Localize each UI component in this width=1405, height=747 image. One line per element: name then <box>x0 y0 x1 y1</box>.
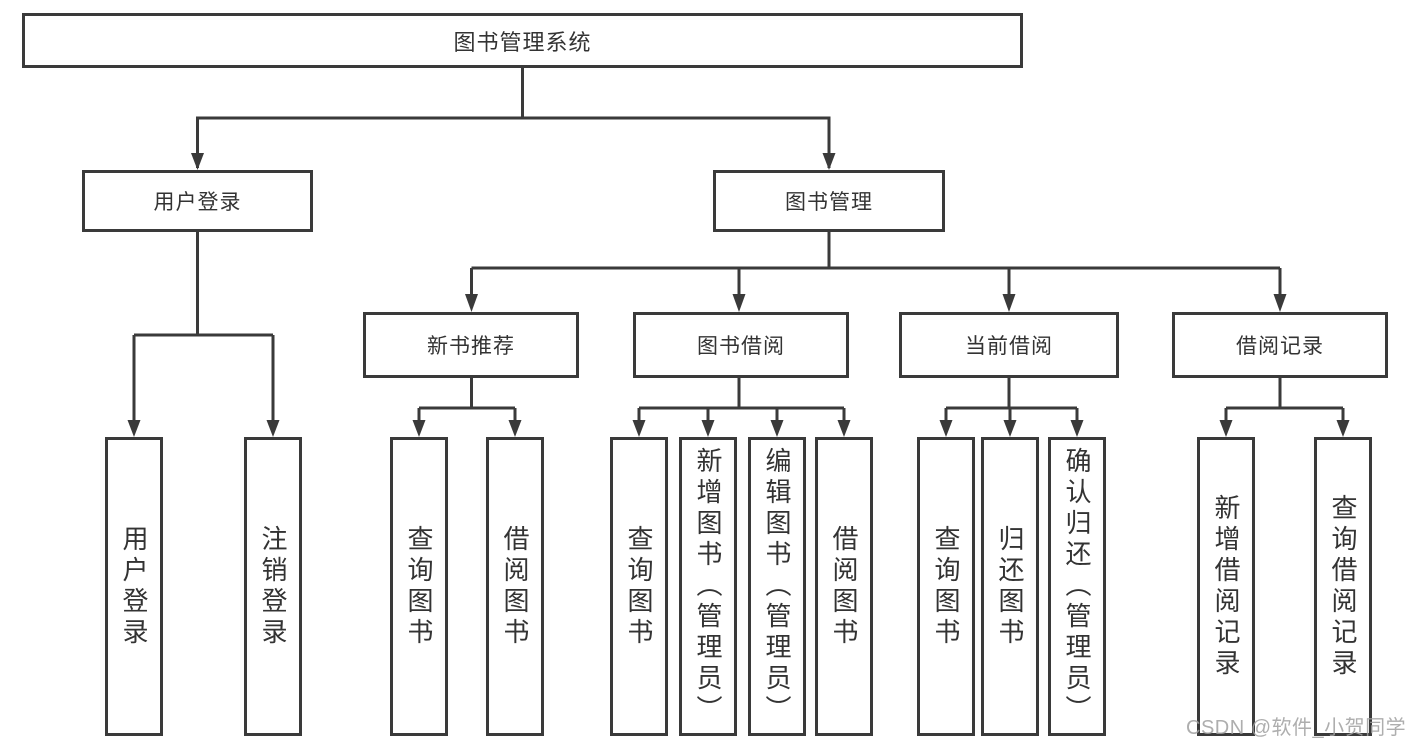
node-user-login: 用户登录 <box>82 170 313 232</box>
node-label: 借阅记录 <box>1236 335 1324 358</box>
leaf-borrow-query-books: 查询图书 <box>610 437 668 736</box>
node-current-borrow: 当前借阅 <box>899 312 1119 378</box>
leaf-current-confirm-return-admin: 确认归还（管理员） <box>1048 437 1106 736</box>
node-library-system: 图书管理系统 <box>22 13 1023 68</box>
node-book-borrow: 图书借阅 <box>633 312 849 378</box>
node-label: 查询图书 <box>404 524 434 649</box>
node-label: 图书借阅 <box>697 335 785 358</box>
node-label: 用户登录 <box>119 524 149 649</box>
leaf-borrow-edit-books-admin: 编辑图书（管理员） <box>748 437 806 736</box>
leaf-logout: 注销登录 <box>244 437 302 736</box>
leaf-records-query-borrow-record: 查询借阅记录 <box>1314 437 1372 736</box>
node-label: 查询借阅记录 <box>1328 493 1358 680</box>
leaf-user-login: 用户登录 <box>105 437 163 736</box>
node-label: 新书推荐 <box>427 335 515 358</box>
node-label: 借阅图书 <box>829 524 859 649</box>
node-label: 编辑图书（管理员） <box>762 447 792 726</box>
leaf-current-return-books: 归还图书 <box>981 437 1039 736</box>
leaf-recommend-query-books: 查询图书 <box>390 437 448 736</box>
node-label: 查询图书 <box>624 524 654 649</box>
node-label: 图书管理 <box>785 191 873 214</box>
node-label: 注销登录 <box>258 524 288 649</box>
node-new-book-recommend: 新书推荐 <box>363 312 579 378</box>
node-label: 用户登录 <box>153 191 242 214</box>
leaf-records-add-borrow-record: 新增借阅记录 <box>1197 437 1255 736</box>
leaf-borrow-borrow-books: 借阅图书 <box>815 437 873 736</box>
node-label: 新增借阅记录 <box>1211 493 1241 680</box>
node-label: 确认归还（管理员） <box>1062 447 1092 726</box>
node-label: 查询图书 <box>931 524 961 649</box>
node-label: 借阅图书 <box>500 524 530 649</box>
node-label: 图书管理系统 <box>453 29 592 55</box>
node-label: 新增图书（管理员） <box>693 447 723 726</box>
node-label: 归还图书 <box>995 524 1025 649</box>
node-label: 当前借阅 <box>965 335 1053 358</box>
node-book-management: 图书管理 <box>713 170 945 232</box>
node-borrow-records: 借阅记录 <box>1172 312 1388 378</box>
leaf-recommend-borrow-books: 借阅图书 <box>486 437 544 736</box>
leaf-borrow-add-books-admin: 新增图书（管理员） <box>679 437 737 736</box>
leaf-current-query-books: 查询图书 <box>917 437 975 736</box>
